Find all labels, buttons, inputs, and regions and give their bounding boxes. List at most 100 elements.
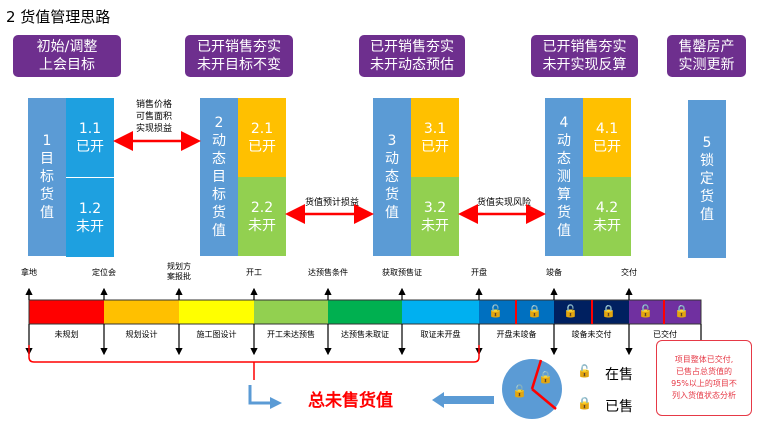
milestone-label: 开工 xyxy=(246,268,262,277)
column-1-char: 货 xyxy=(40,187,54,203)
column-4-bottom-label: 未开 xyxy=(593,217,621,234)
phase-header-3: 已开销售夯实未开动态预估 xyxy=(359,35,465,77)
milestone-label: 交付 xyxy=(621,268,637,277)
column-5-main: 5 锁 定 货 值 xyxy=(688,100,726,258)
note-line: 列入货值状态分析 xyxy=(672,391,736,400)
stage-segment-3 xyxy=(179,300,254,324)
column-4-char: 动 xyxy=(557,133,571,149)
lock-open-icon: 🔓 xyxy=(512,384,527,398)
phase-3-line2: 未开动态预估 xyxy=(370,57,454,73)
column-2-char: 2 xyxy=(214,115,224,131)
lock-open-icon: 🔓 xyxy=(563,304,578,318)
column-3-char: 值 xyxy=(385,205,399,221)
column-2-char: 动 xyxy=(212,133,226,149)
stage-segment-5 xyxy=(328,300,402,324)
column-4-top-num: 4.1 xyxy=(595,120,619,137)
stage-label: 未规划 xyxy=(54,330,79,339)
note-line: 95%以上的项目不 xyxy=(671,379,737,388)
column-1-bottom-label: 未开 xyxy=(76,218,104,235)
arrow-3-label: 货值实现风险 xyxy=(476,198,531,208)
column-4-char: 算 xyxy=(557,187,571,203)
arrow-1-label: 销售价格 可售面积 实现损益 xyxy=(122,99,186,135)
milestone-arrows xyxy=(25,287,633,300)
column-5-char: 值 xyxy=(700,207,714,223)
stage-label: 达预售未取证 xyxy=(341,330,389,339)
milestone-label: 开盘 xyxy=(471,268,487,277)
arrow-2-label: 货值预计损益 xyxy=(304,198,359,208)
pie-divider xyxy=(530,359,557,410)
column-2-bottom-num: 2.2 xyxy=(250,199,274,216)
milestone-label-line: 规划方 xyxy=(167,262,191,271)
column-3-char: 3 xyxy=(387,133,397,149)
phase-2-line1: 已开销售夯实 xyxy=(197,39,281,55)
column-1-char: 值 xyxy=(40,205,54,221)
summary-arrow-left-head xyxy=(270,397,282,409)
phase-1-line1: 初始/调整 xyxy=(36,39,98,55)
stage-label: 取证未开盘 xyxy=(420,330,461,339)
column-3-top-num: 3.1 xyxy=(423,120,447,137)
column-3-bottom-label: 未开 xyxy=(421,217,449,234)
stage-segment-1 xyxy=(29,300,104,324)
milestone-label: 竣备 xyxy=(546,268,562,277)
lock-closed-icon: 🔒 xyxy=(577,396,592,410)
lock-open-icon: 🔓 xyxy=(638,304,653,318)
phase-5-line1: 售罄房产 xyxy=(678,39,735,55)
stage-segment-2 xyxy=(104,300,179,324)
summary-arrow-left xyxy=(248,385,272,405)
phase-2-line2: 未开目标不变 xyxy=(197,57,281,73)
phase-5-line2: 实测更新 xyxy=(678,57,735,73)
phase-header-5: 售罄房产实测更新 xyxy=(667,35,746,77)
lock-closed-icon: 🔒 xyxy=(538,370,553,384)
column-1-char: 标 xyxy=(40,169,54,185)
lock-closed-icon: 🔒 xyxy=(601,304,616,318)
column-3-char: 态 xyxy=(385,169,399,185)
milestone-label-line: 案报批 xyxy=(167,272,191,281)
column-4-char: 4 xyxy=(559,115,569,131)
column-2-bottom-label: 未开 xyxy=(248,217,276,234)
milestone-label: 达预售条件 xyxy=(308,268,348,277)
milestone-label: 拿地 xyxy=(21,268,37,277)
column-5-char: 货 xyxy=(700,189,714,205)
legend-open-label: 在售 xyxy=(605,367,633,383)
column-4-main: 4 动 态 测 算 货 值 xyxy=(545,98,583,256)
column-2-top-num: 2.1 xyxy=(250,120,274,137)
column-1-char: 目 xyxy=(40,151,54,167)
column-3-char: 货 xyxy=(385,187,399,203)
milestone-label: 规划方 案报批 xyxy=(159,262,199,282)
milestone-label: 获取预售证 xyxy=(382,268,422,277)
phase-4-line2: 未开实现反算 xyxy=(542,57,627,73)
column-5-char: 5 xyxy=(702,135,712,151)
column-4-char: 值 xyxy=(557,223,571,239)
column-2-char: 态 xyxy=(212,151,226,167)
stage-segment-6 xyxy=(402,300,479,324)
column-2-char: 值 xyxy=(212,223,226,239)
column-5-char: 定 xyxy=(700,171,714,187)
column-3-top-label: 已开 xyxy=(421,138,449,155)
column-3-bottom-num: 3.2 xyxy=(423,199,447,216)
stage-label: 开盘未竣备 xyxy=(496,330,537,339)
stage-label: 施工图设计 xyxy=(196,330,237,339)
delivery-note: 项目整体已交付, 已售占总货值的 95%以上的项目不 列入货值状态分析 xyxy=(656,340,752,416)
column-4-char: 货 xyxy=(557,205,571,221)
column-4-top-label: 已开 xyxy=(593,138,621,155)
column-3-main: 3 动 态 货 值 xyxy=(373,98,411,256)
phase-3-line1: 已开销售夯实 xyxy=(370,39,454,55)
column-2-top-label: 已开 xyxy=(248,138,276,155)
phase-1-line2: 上会目标 xyxy=(39,57,95,73)
summary-arrow-right xyxy=(432,392,494,408)
summary-label: 总未售货值 xyxy=(308,391,393,411)
column-2-char: 目 xyxy=(212,169,226,185)
column-2-main: 2 动 态 目 标 货 值 xyxy=(200,98,238,256)
phase-header-1: 初始/调整上会目标 xyxy=(13,35,121,77)
phase-header-4: 已开销售夯实未开实现反算 xyxy=(531,35,638,77)
milestone-label: 定位会 xyxy=(92,268,116,277)
lock-open-icon: 🔓 xyxy=(488,304,503,318)
stage-label: 竣备未交付 xyxy=(571,330,612,339)
timeline-bar xyxy=(28,299,702,325)
